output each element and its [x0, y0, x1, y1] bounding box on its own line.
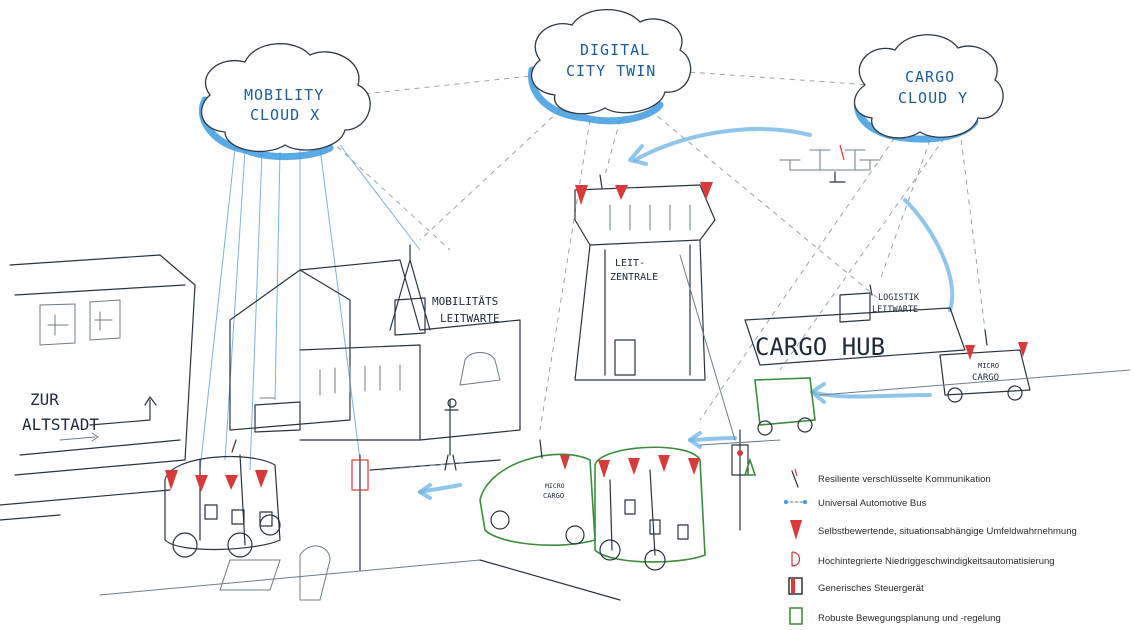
logistik-line1: LOGISTIK: [878, 293, 920, 303]
altstadt-line1: ZUR: [30, 390, 59, 409]
micro-cargo-right: MICRO CARGO: [939, 329, 1031, 403]
legend-text-communication: Resiliente verschlüsselte Kommunikation: [818, 474, 991, 485]
legend-item-communication: Resiliente verschlüsselte Kommunikation: [791, 468, 991, 488]
cargo-vehicle-hub: [754, 377, 816, 436]
leitwarte-line2: LEITWARTE: [440, 312, 500, 325]
traffic-light: [731, 429, 757, 531]
legend: Resiliente verschlüsselte Kommunikation …: [784, 468, 1077, 625]
micro-cargo-line1: MICRO: [978, 362, 999, 370]
cargo-hub-label: CARGO HUB: [755, 333, 885, 361]
logistik-line2: LEITWARTE: [872, 305, 918, 315]
leitzentrale-tower: LEIT- ZENTRALE: [574, 174, 736, 441]
left-shuttle-vehicle: [164, 439, 281, 558]
twin-cloud-line1: DIGITAL: [580, 41, 650, 59]
legend-item-automation: Hochintegrierte Niedriggeschwindigkeitsa…: [791, 551, 1055, 567]
mobility-cloud: MOBILITY CLOUD X: [198, 43, 371, 160]
legend-item-motion-planning: Robuste Bewegungsplanung und -regelung: [789, 607, 1001, 625]
drone-icon: [779, 144, 881, 183]
micro-cargo2-line1: MICRO: [545, 482, 565, 490]
cloud-network-links: [329, 69, 986, 431]
micro-cargo-center: MICRO CARGO: [479, 439, 596, 546]
legend-text-perception: Selbstbewertende, situationsabhängige Um…: [818, 526, 1077, 537]
leitzentrale-line2: ZENTRALE: [610, 272, 658, 283]
altstadt-line2: ALTSTADT: [22, 415, 99, 434]
cargo-cloud-line2: CLOUD Y: [898, 89, 968, 107]
micro-cargo-line2: CARGO: [972, 373, 999, 383]
legend-item-perception: Selbstbewertende, situationsabhängige Um…: [790, 520, 1077, 540]
data-flow-arrows: [418, 127, 955, 500]
leitwarte-line1: MOBILITÄTS: [432, 295, 498, 308]
mobility-cloud-line1: MOBILITY: [244, 86, 324, 104]
digital-twin-cloud: DIGITAL CITY TWIN: [528, 8, 692, 125]
shuttle-center: [594, 446, 706, 571]
mobility-control-building: MOBILITÄTS LEITWARTE: [229, 244, 521, 471]
twin-cloud-line2: CITY TWIN: [566, 62, 656, 80]
mobility-cloud-rays: [199, 144, 421, 471]
legend-text-motion-planning: Robuste Bewegungsplanung und -regelung: [818, 613, 1001, 624]
cargo-cloud-line1: CARGO: [905, 68, 955, 86]
legend-item-bus: Universal Automotive Bus: [784, 498, 926, 509]
mobility-cloud-line2: CLOUD X: [250, 106, 320, 124]
legend-item-control-unit: Generisches Steuergerät: [788, 577, 924, 595]
leitzentrale-line1: LEIT-: [615, 258, 645, 269]
street-scene-left: [219, 397, 369, 601]
altstadt-building: ZUR ALTSTADT: [0, 254, 196, 521]
cargo-hub: CARGO HUB LOGISTIK LEITWARTE: [744, 284, 966, 366]
streets: [99, 369, 1131, 601]
legend-text-control-unit: Generisches Steuergerät: [818, 583, 924, 594]
legend-text-bus: Universal Automotive Bus: [818, 498, 926, 509]
cargo-cloud: CARGO CLOUD Y: [853, 34, 1004, 143]
legend-text-automation: Hochintegrierte Niedriggeschwindigkeitsa…: [818, 556, 1055, 567]
micro-cargo2-line2: CARGO: [543, 492, 564, 500]
